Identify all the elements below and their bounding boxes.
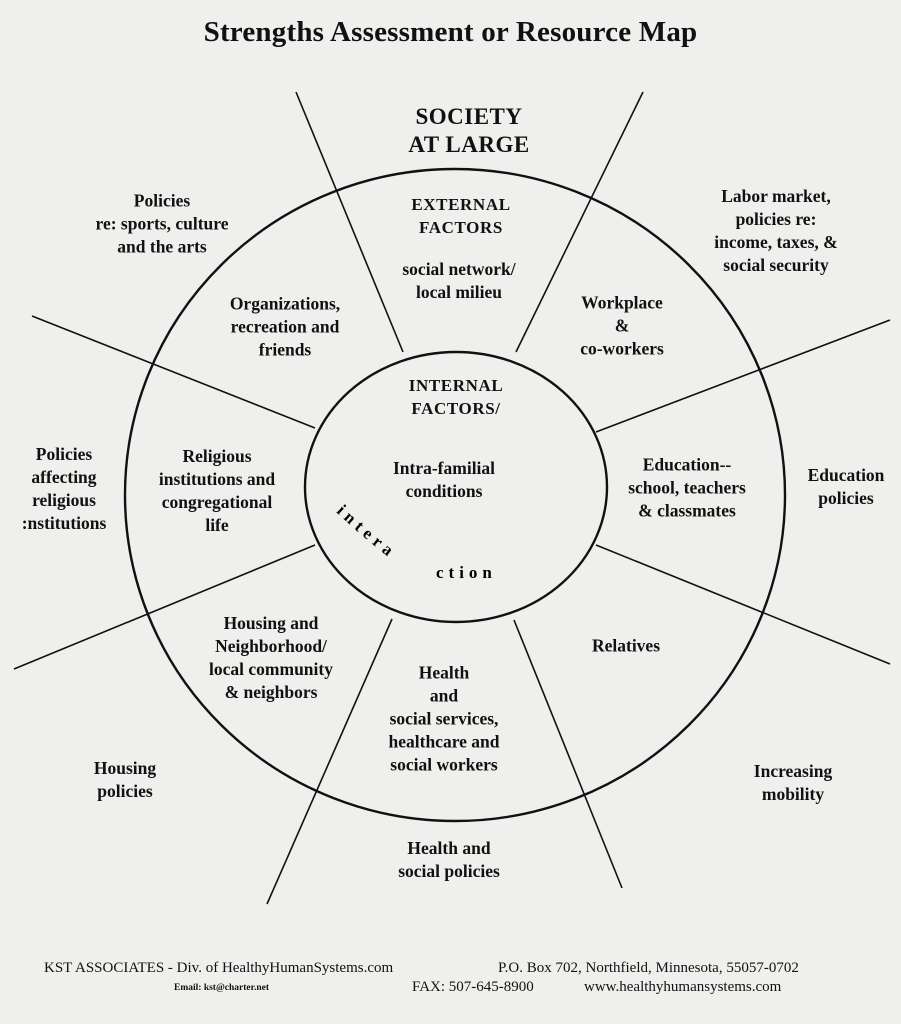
relatives-line-1: Relatives — [591, 635, 661, 656]
social-network-line-1: social network/ — [402, 259, 516, 279]
outer-circle — [123, 167, 787, 823]
health-line-4: healthcare and — [388, 731, 500, 752]
health-line-3: social services, — [389, 708, 499, 729]
footer-company: KST ASSOCIATES - Div. of HealthyHumanSys… — [44, 960, 394, 976]
religious-line-1: Religious — [182, 446, 252, 466]
housing-line-3: local community — [209, 659, 333, 679]
religious-policies-label: Policies affecting religious :nstitution… — [22, 443, 107, 535]
sports-culture-policies-label: Policies re: sports, culture and the art… — [95, 190, 228, 259]
education-line-2: school, teachers — [628, 477, 746, 498]
labor-market-label: Labor market, policies re: income, taxes… — [714, 185, 837, 277]
social-network-line-2: local milieu — [415, 282, 503, 302]
education-policies-line-2: policies — [818, 488, 874, 508]
labor-line-1: Labor market, — [721, 186, 831, 206]
mobility-line-1: Increasing — [753, 761, 833, 781]
workplace-line-3: co-workers — [580, 338, 664, 359]
spoke-bottom-right — [513, 619, 623, 889]
religious-policies-line-1: Policies — [35, 444, 93, 464]
spokes — [13, 91, 891, 905]
labor-line-3: income, taxes, & — [714, 232, 838, 252]
religious-institutions-label: Religious institutions and congregationa… — [159, 445, 275, 537]
housing-line-2: Neighborhood/ — [215, 636, 327, 656]
society-at-large-label: SOCIETY AT LARGE — [408, 103, 529, 159]
society-line-2: AT LARGE — [408, 132, 530, 157]
workplace-label: Workplace & co-workers — [580, 292, 664, 361]
sports-policies-line-2: re: sports, culture — [95, 213, 229, 234]
religious-line-2: institutions and — [158, 469, 276, 489]
spoke-left-upper — [31, 315, 316, 429]
internal-line-2: FACTORS/ — [411, 399, 501, 418]
spoke-right-upper — [595, 319, 891, 433]
organizations-line-1: Organizations, — [229, 293, 341, 314]
society-line-1: SOCIETY — [415, 104, 523, 129]
housing-policies-label: Housing policies — [94, 757, 156, 803]
health-policies-line-2: social policies — [398, 861, 500, 881]
spoke-top-left — [295, 91, 404, 353]
internal-factors-label: INTERNAL FACTORS/ — [409, 374, 504, 420]
education-policies-label: Education policies — [808, 464, 885, 510]
sports-policies-line-1: Policies — [133, 190, 191, 211]
intra-familial-label: Intra-familial conditions — [393, 457, 495, 503]
health-line-5: social workers — [390, 754, 498, 775]
housing-line-1: Housing and — [223, 613, 319, 633]
religious-line-3: congregational — [161, 492, 273, 512]
health-policies-label: Health and social policies — [398, 837, 500, 883]
increasing-mobility-label: Increasing mobility — [754, 760, 832, 806]
internal-line-1: INTERNAL — [408, 376, 504, 395]
page-title: Strengths Assessment or Resource Map — [203, 16, 698, 48]
spoke-top-right — [515, 91, 644, 353]
footer-address: P.O. Box 702, Northfield, Minnesota, 550… — [498, 960, 799, 976]
housing-policies-line-1: Housing — [93, 758, 157, 778]
interaction-label-tail: ction — [436, 563, 497, 582]
spoke-bottom-left — [266, 618, 393, 905]
external-line-1: EXTERNAL — [411, 195, 511, 214]
footer-fax: FAX: 507-645-8900 — [412, 979, 534, 995]
labor-line-4: social security — [723, 255, 829, 275]
education-label: Education-- school, teachers & classmate… — [628, 454, 746, 523]
health-line-1: Health — [418, 662, 470, 683]
housing-line-4: & neighbors — [224, 682, 318, 702]
education-policies-line-1: Education — [807, 465, 885, 485]
footer-website: www.healthyhumansystems.com — [584, 979, 782, 995]
spoke-left-lower — [13, 544, 316, 670]
organizations-line-3: friends — [258, 339, 312, 360]
organizations-line-2: recreation and — [230, 316, 340, 337]
workplace-line-2: & — [614, 315, 630, 336]
housing-neighborhood-label: Housing and Neighborhood/ local communit… — [209, 612, 333, 704]
education-line-1: Education-- — [642, 454, 732, 475]
center-line-1: Intra-familial — [392, 458, 496, 478]
housing-policies-line-2: policies — [97, 781, 153, 801]
religious-policies-line-4: :nstitutions — [21, 513, 107, 533]
labor-line-2: policies re: — [735, 209, 817, 229]
external-line-2: FACTORS — [419, 218, 503, 237]
relatives-label: Relatives — [592, 635, 660, 658]
interaction-label-curved: intera — [333, 501, 401, 563]
health-services-label: Health and social services, healthcare a… — [389, 662, 500, 777]
workplace-line-1: Workplace — [581, 292, 663, 313]
social-network-label: social network/ local milieu — [402, 258, 515, 304]
footer-email: Email: kst@charter.net — [174, 983, 270, 993]
external-factors-label: EXTERNAL FACTORS — [411, 193, 510, 239]
religious-policies-line-3: religious — [32, 490, 96, 510]
center-line-2: conditions — [405, 481, 483, 501]
religious-line-4: life — [205, 515, 229, 535]
inner-circle — [303, 350, 609, 624]
spoke-right-lower — [595, 544, 891, 665]
religious-policies-line-2: affecting — [31, 467, 97, 487]
mobility-line-2: mobility — [761, 784, 825, 804]
organizations-label: Organizations, recreation and friends — [230, 293, 340, 362]
education-line-3: & classmates — [638, 500, 736, 521]
health-policies-line-1: Health and — [407, 838, 491, 858]
sports-policies-line-3: and the arts — [117, 236, 207, 257]
health-line-2: and — [429, 685, 459, 706]
